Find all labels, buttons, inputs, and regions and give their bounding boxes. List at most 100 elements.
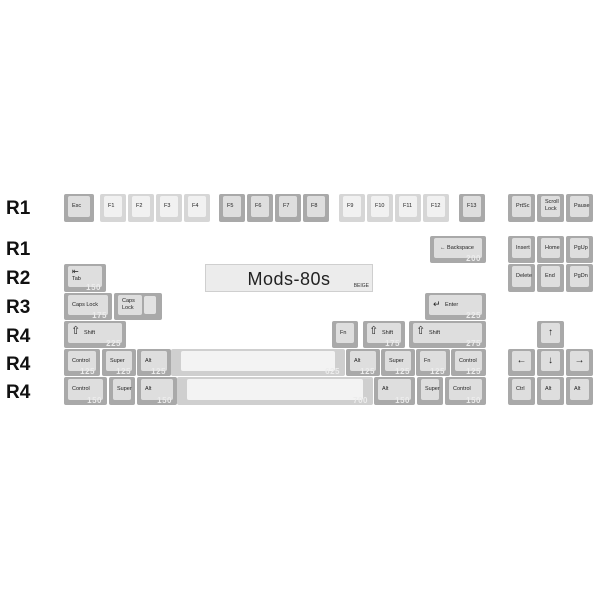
key-control-150-a-size: 150 (87, 396, 102, 405)
key-alt-125-a-size: 125 (151, 367, 166, 376)
key-f10-legend: F10 (375, 203, 385, 209)
key-caps-lock-175-legend: Caps Lock (72, 302, 98, 308)
key-f6-legend: F6 (255, 203, 262, 209)
key-esc: Esc (64, 194, 94, 222)
key-super-100-a: Super (109, 377, 135, 405)
key-spacebar-700: 700 (177, 377, 373, 405)
enter-arrow-icon: ↵ (433, 299, 441, 309)
key-delete-legend: Delete (516, 273, 532, 279)
key-right-shift-size: 275 (466, 339, 481, 348)
key-shift-175-legend: Shift (382, 330, 394, 336)
key-control-125-b-size: 125 (466, 367, 481, 376)
key-super-125-b-size: 125 (395, 367, 410, 376)
key-super-125-b: Super 125 (381, 349, 415, 376)
row-label-r2: R2 (6, 268, 31, 289)
key-spacebar-625: 625 (171, 349, 345, 376)
key-f13-legend: F13 (467, 203, 477, 209)
key-insert: Insert (508, 236, 535, 263)
key-f3-legend: F3 (164, 203, 171, 209)
key-shift-175-size: 175 (385, 339, 400, 348)
right-arrow-icon: → (574, 355, 585, 366)
shift-arrow-icon-right: ⇧ (416, 325, 426, 337)
shift-arrow-icon: ⇧ (71, 325, 81, 337)
key-pause: Pause (566, 194, 593, 222)
key-alt-100-b-legend: Alt (574, 386, 581, 392)
key-ctrl: Ctrl (508, 377, 535, 405)
key-arrow-down: ↓ (537, 349, 564, 376)
key-prtsc: PrtSc (508, 194, 535, 222)
key-control-150-b-legend: Control (453, 386, 471, 392)
key-super-100-b-legend: Super (425, 386, 440, 392)
key-fn-r4-legend: Fn (340, 330, 347, 336)
key-fn-125-legend: Fn (424, 358, 431, 364)
key-f6: F6 (247, 194, 273, 222)
key-shift-175: ⇧ Shift 175 (363, 321, 405, 348)
caps-lock-step-blank (144, 296, 156, 314)
key-left-shift-legend: Shift (84, 330, 96, 336)
key-control-125-b-legend: Control (459, 358, 477, 364)
key-f4-legend: F4 (192, 203, 199, 209)
key-enter: ↵ Enter 225 (425, 293, 486, 320)
key-alt-125-a: Alt 125 (137, 349, 171, 376)
key-arrow-right: → (566, 349, 593, 376)
key-alt-100-a: Alt (537, 377, 564, 405)
key-fn-r4: Fn (332, 321, 358, 348)
key-home-legend: Home (545, 245, 560, 251)
key-ctrl-legend: Ctrl (516, 386, 525, 392)
key-delete: Delete (508, 264, 535, 292)
key-fn-125-size: 125 (430, 367, 445, 376)
key-f5-legend: F5 (227, 203, 234, 209)
key-alt-125-a-legend: Alt (145, 358, 152, 364)
logo-colorway: BEIGE (353, 283, 369, 289)
key-right-shift: ⇧ Shift 275 (409, 321, 486, 348)
key-tab: ⇤ Tab 150 (64, 264, 106, 292)
key-control-150-a-legend: Control (72, 386, 90, 392)
down-arrow-icon: ↓ (548, 355, 553, 366)
key-pgdn-legend: PgDn (574, 273, 588, 279)
key-spacebar-700-size: 700 (353, 396, 368, 405)
key-f8: F8 (303, 194, 329, 222)
key-prtsc-legend: PrtSc (516, 203, 530, 209)
key-end: End (537, 264, 564, 292)
key-home: Home (537, 236, 564, 263)
key-super-125-a-legend: Super (110, 358, 125, 364)
key-backspace-size: 200 (466, 254, 481, 263)
key-alt-150-b-legend: Alt (382, 386, 389, 392)
logo-plate: Mods-80s BEIGE (205, 264, 373, 292)
key-f12-legend: F12 (431, 203, 441, 209)
key-enter-size: 225 (466, 311, 481, 320)
key-control-125-a-size: 125 (80, 367, 95, 376)
key-left-shift-size: 225 (106, 339, 121, 348)
key-caps-lock-175-size: 175 (92, 311, 107, 320)
key-scroll-lock: Scroll Lock (537, 194, 564, 222)
key-f10: F10 (367, 194, 393, 222)
key-pgup-legend: PgUp (574, 245, 588, 251)
key-super-125-b-legend: Super (389, 358, 404, 364)
key-alt-150-b-size: 150 (395, 396, 410, 405)
key-f8-legend: F8 (311, 203, 318, 209)
key-alt-125-b: Alt 125 (346, 349, 380, 376)
key-f11: F11 (395, 194, 421, 222)
key-enter-legend: Enter (445, 302, 459, 308)
key-control-150-a: Control 150 (64, 377, 107, 405)
key-caps-lock-stepped-legend: Caps Lock (122, 298, 135, 311)
key-esc-legend: Esc (72, 203, 82, 209)
row-label-r1-function: R1 (6, 198, 31, 219)
key-backspace-legend: ← Backspace (440, 245, 474, 251)
key-f9-legend: F9 (347, 203, 354, 209)
key-arrow-up: ↑ (537, 321, 564, 348)
key-super-100-a-legend: Super (117, 386, 132, 392)
key-alt-150-a-legend: Alt (145, 386, 152, 392)
key-f7-legend: F7 (283, 203, 290, 209)
key-f3: F3 (156, 194, 182, 222)
key-alt-125-b-size: 125 (360, 367, 375, 376)
key-alt-125-b-legend: Alt (354, 358, 361, 364)
key-pause-legend: Pause (574, 203, 590, 209)
key-spacebar-625-size: 625 (325, 367, 340, 376)
row-label-r4-mods-a: R4 (6, 354, 31, 375)
key-f1-legend: F1 (108, 203, 115, 209)
left-arrow-icon: ← (516, 355, 527, 366)
row-label-r1-number: R1 (6, 239, 31, 260)
